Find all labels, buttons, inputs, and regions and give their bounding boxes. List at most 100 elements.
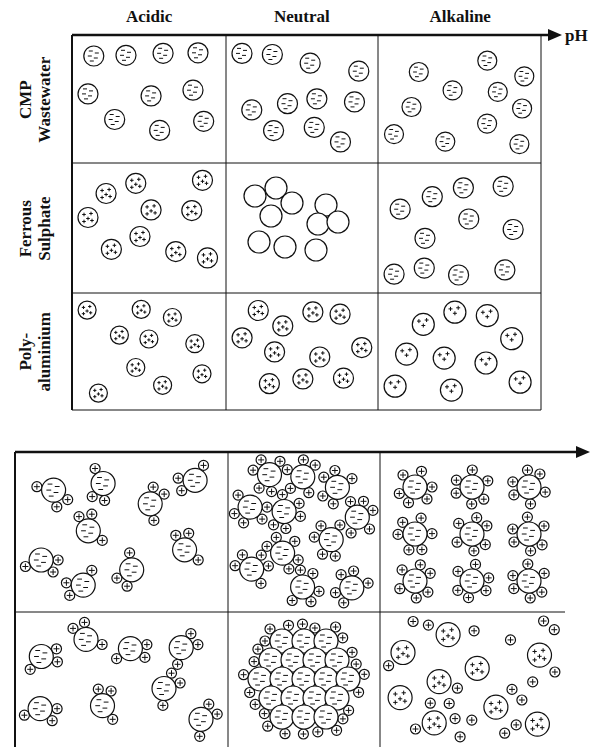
cation [281, 524, 291, 534]
positive-particle [163, 309, 181, 327]
minus-signs [499, 265, 510, 275]
minus-signs [497, 181, 508, 191]
minus-signs [296, 471, 309, 483]
plus-signs [418, 515, 424, 521]
cation [469, 546, 479, 556]
plus-signs [483, 588, 489, 594]
plus-signs [361, 498, 367, 504]
cation [523, 465, 533, 475]
negative-particle [402, 98, 421, 117]
plus-signs [541, 570, 547, 576]
positive-particle [391, 641, 415, 665]
plus-signs [396, 646, 410, 660]
positive-particle [78, 301, 96, 319]
plus-signs [50, 569, 56, 575]
plus-signs [510, 526, 516, 532]
negative-particle [189, 707, 213, 731]
arrow-head [576, 446, 590, 458]
minus-signs [465, 481, 478, 493]
plus-signs [425, 589, 431, 595]
plus-signs [261, 711, 267, 717]
plus-signs [438, 352, 450, 362]
cation [411, 593, 421, 603]
ph-axis [72, 34, 550, 37]
plus-signs [513, 722, 519, 728]
plus-signs [361, 671, 367, 677]
plus-signs [393, 691, 407, 705]
minus-signs [388, 130, 399, 140]
plus-signs [190, 339, 201, 350]
minus-signs [492, 87, 502, 97]
neutral-particle [327, 211, 349, 233]
plus-signs [473, 561, 479, 567]
plus-signs [100, 188, 112, 200]
cation [122, 581, 132, 591]
negative-particle [264, 121, 284, 141]
plus-signs [419, 547, 425, 553]
negative-particle [118, 637, 142, 661]
plus-signs [95, 686, 101, 692]
plus-signs [469, 467, 475, 473]
grid-line [14, 452, 16, 747]
ph-axis [15, 451, 578, 454]
plus-signs [469, 717, 475, 723]
neutral-particle [305, 239, 327, 261]
positive-particle [126, 173, 146, 193]
plus-signs [54, 646, 60, 652]
cation [230, 561, 240, 571]
plus-signs [537, 471, 543, 477]
cation [425, 698, 435, 708]
minus-signs [330, 692, 343, 704]
neutral-particle [260, 205, 282, 227]
cation [359, 669, 369, 679]
plus-signs [334, 308, 346, 320]
negative-particle [422, 187, 442, 207]
negative-particle [414, 258, 434, 278]
negative-particle [152, 677, 176, 701]
positive-particle [330, 304, 350, 324]
plus-signs [533, 648, 547, 662]
negative-particle [503, 220, 523, 240]
minus-signs [198, 116, 209, 126]
positive-particle [475, 352, 497, 374]
plus-signs [262, 638, 268, 644]
plus-signs [454, 539, 460, 545]
minus-signs [275, 673, 288, 685]
plus-signs [255, 646, 261, 652]
plus-signs [151, 517, 157, 523]
plus-signs [349, 649, 355, 655]
positive-particle [465, 656, 489, 680]
cation [338, 714, 348, 724]
minus-signs [79, 633, 92, 645]
arrow-head [548, 29, 562, 41]
plus-signs [197, 175, 209, 187]
minus-signs [394, 204, 405, 214]
cation [525, 593, 535, 603]
plus-signs [297, 567, 303, 573]
plus-signs [552, 669, 558, 675]
plus-signs [195, 642, 201, 648]
plus-signs [269, 489, 275, 495]
plus-signs [351, 568, 357, 574]
minus-signs [413, 67, 424, 77]
row-header: CMP Wastewater [17, 44, 54, 154]
plus-signs [510, 479, 516, 485]
plus-signs [63, 580, 69, 586]
negative-particle [449, 265, 469, 285]
minus-signs [76, 579, 89, 591]
plus-signs [400, 519, 406, 525]
plus-signs [279, 492, 285, 498]
plus-signs [502, 730, 508, 736]
minus-signs [297, 635, 310, 647]
plus-signs [508, 637, 514, 643]
plus-signs [142, 654, 148, 660]
plus-signs [539, 589, 545, 595]
plus-signs [315, 729, 321, 735]
plus-signs [424, 496, 430, 502]
plus-signs [353, 661, 359, 667]
plus-signs [320, 493, 326, 499]
cation [427, 529, 437, 539]
plus-signs [314, 351, 326, 363]
minus-signs [34, 554, 47, 566]
plus-signs [253, 305, 265, 317]
